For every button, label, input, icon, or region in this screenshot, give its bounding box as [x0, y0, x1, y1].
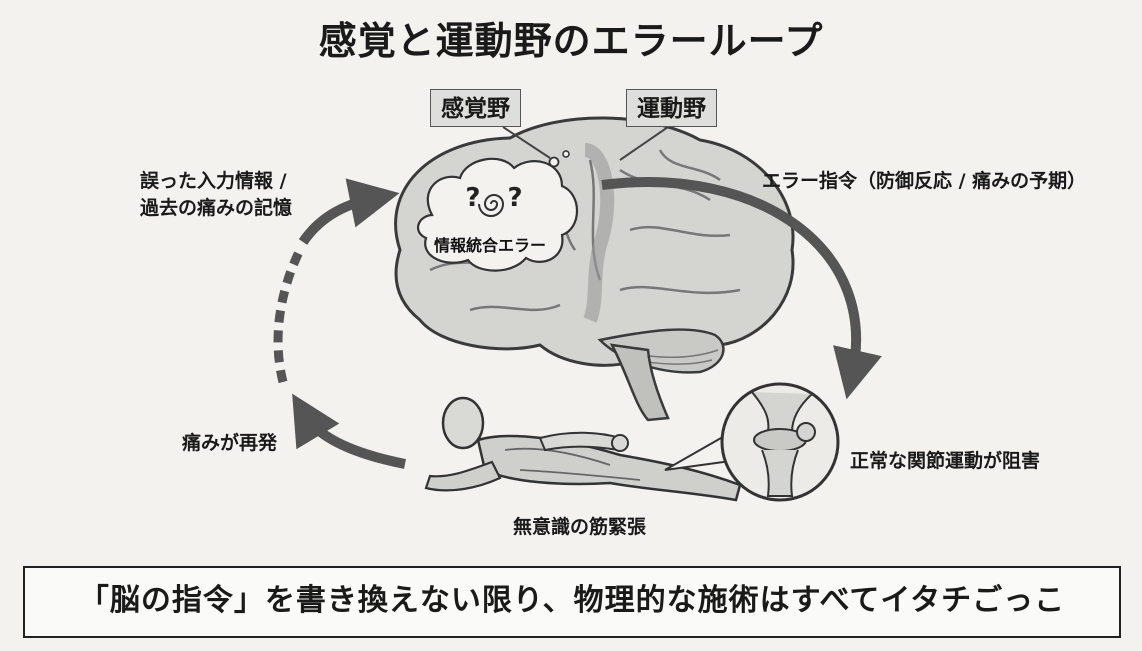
pain-recurs-label: 痛みが再発: [182, 430, 277, 457]
conclusion-banner: 「脳の指令」を書き換えない限り、物理的な施術はすべてイタチごっこ: [23, 566, 1121, 638]
motor-cortex-tag: 運動野: [626, 89, 717, 127]
cloud-label: 情報統合エラー: [434, 236, 546, 255]
wrong-input-arrow: [303, 198, 375, 242]
pain-recurs-arrow: [305, 415, 405, 464]
question-marks: ? ?: [465, 183, 522, 213]
brain-illustration: [396, 118, 793, 420]
wrong-input-arrow-dashed: [278, 250, 300, 382]
sensory-cortex-tag: 感覚野: [430, 89, 521, 127]
joint-obstructed-label: 正常な関節運動が阻害: [850, 448, 1040, 475]
wrong-input-label-line1: 誤った入力情報 /: [140, 168, 287, 195]
figure-arm-back: [540, 433, 620, 450]
error-command-label: エラー指令（防御反応 / 痛みの予期）: [762, 168, 1132, 195]
wrong-input-label-line2: 過去の痛みの記憶: [140, 195, 292, 222]
unconscious-tension-label: 無意識の筋緊張: [513, 514, 646, 541]
tense-figure-illustration: [426, 398, 740, 500]
figure-arm-front: [426, 462, 500, 490]
